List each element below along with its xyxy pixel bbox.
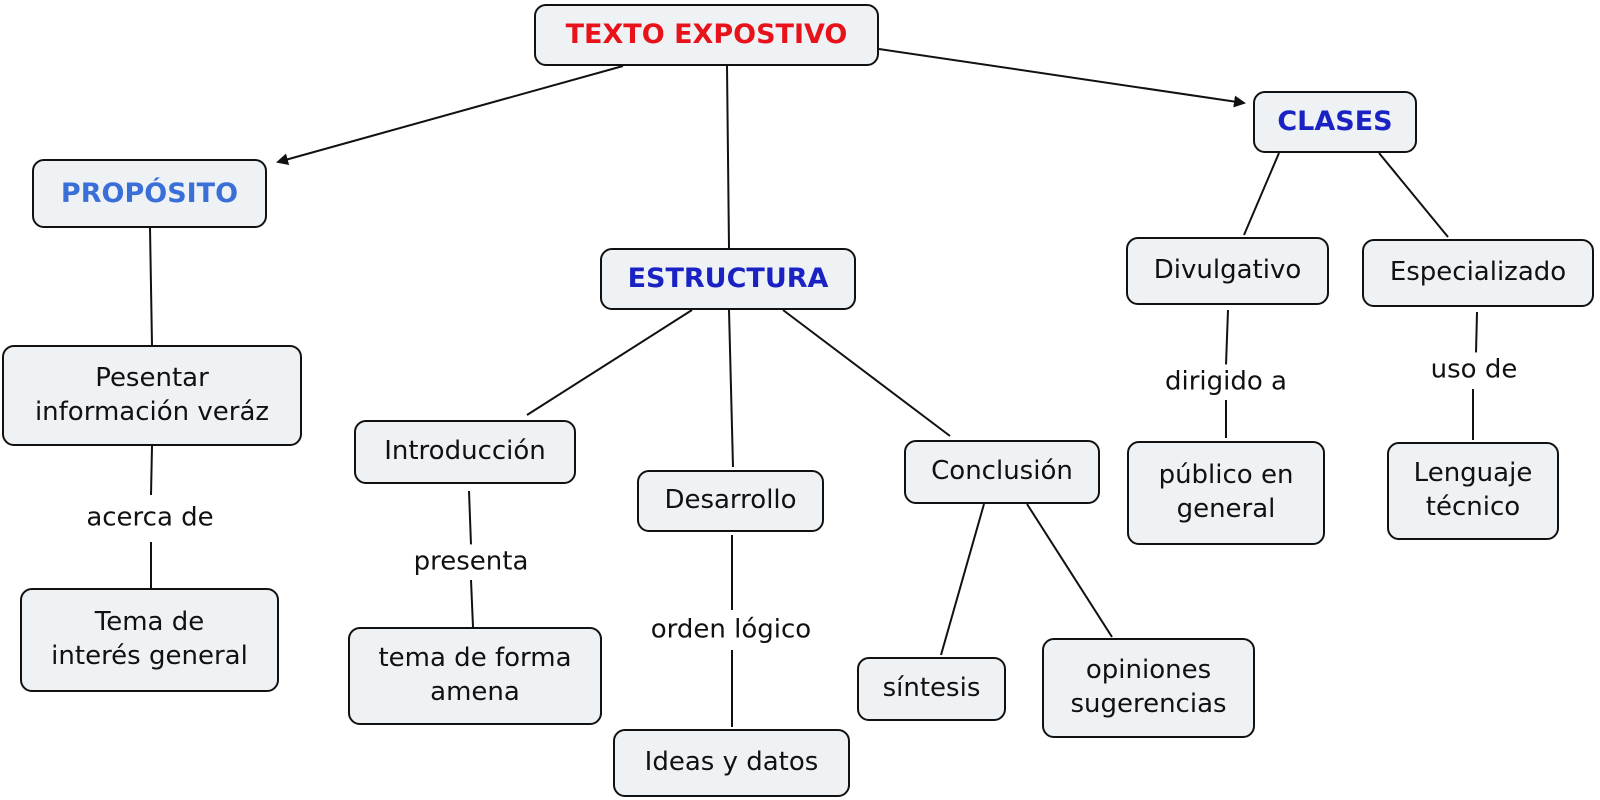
- line-introduccion-to-presenta: [468, 490, 472, 546]
- node-divulgativo[interactable]: Divulgativo: [1126, 237, 1329, 305]
- link-label-acerca-de: acerca de: [82, 500, 218, 536]
- node-publico-general[interactable]: público en general: [1127, 441, 1325, 545]
- link-label-presenta: presenta: [409, 544, 533, 580]
- node-tema-interes-general[interactable]: Tema de interés general: [20, 588, 279, 692]
- link-label-dirigido-a: dirigido a: [1161, 364, 1291, 400]
- line-presenta-to-tema: [470, 579, 474, 628]
- node-proposito[interactable]: PROPÓSITO: [32, 159, 267, 228]
- link-label-orden-logico: orden lógico: [646, 612, 816, 648]
- link-label-uso-de: uso de: [1426, 352, 1522, 388]
- node-especializado[interactable]: Especializado: [1362, 239, 1594, 307]
- line-conclusion-to-sintesis: [940, 503, 985, 656]
- node-sintesis[interactable]: síntesis: [857, 657, 1006, 721]
- node-estructura[interactable]: ESTRUCTURA: [600, 248, 856, 310]
- line-conclusion-to-opiniones: [1026, 503, 1113, 638]
- node-desarrollo[interactable]: Desarrollo: [637, 470, 824, 532]
- node-clases[interactable]: CLASES: [1253, 91, 1417, 153]
- node-texto-expostivo[interactable]: TEXTO EXPOSTIVO: [534, 4, 879, 66]
- line-estructura-to-desarrollo: [728, 309, 734, 468]
- node-conclusion[interactable]: Conclusión: [904, 440, 1100, 504]
- line-root-to-estructura: [726, 65, 730, 249]
- line-especializado-to-uso: [1475, 311, 1478, 354]
- line-proposito-to-presentar: [149, 227, 153, 346]
- arrow-root-to-proposito: [276, 65, 624, 166]
- node-lenguaje-tecnico[interactable]: Lenguaje técnico: [1387, 442, 1559, 540]
- line-presentar-to-acerca: [150, 445, 153, 496]
- node-opiniones-sugerencias[interactable]: opiniones sugerencias: [1042, 638, 1255, 738]
- line-clases-to-especializado: [1378, 152, 1449, 238]
- line-estructura-to-introduccion: [526, 309, 693, 416]
- line-estructura-to-conclusion: [782, 309, 951, 437]
- node-introduccion[interactable]: Introducción: [354, 420, 576, 484]
- node-tema-forma-amena[interactable]: tema de forma amena: [348, 627, 602, 725]
- node-presentar-informacion[interactable]: Pesentar información veráz: [2, 345, 302, 446]
- node-ideas-datos[interactable]: Ideas y datos: [613, 729, 850, 797]
- line-divulgativo-to-dirigido: [1225, 309, 1229, 366]
- line-clases-to-divulgativo: [1243, 152, 1280, 236]
- arrow-root-to-clases: [878, 48, 1246, 108]
